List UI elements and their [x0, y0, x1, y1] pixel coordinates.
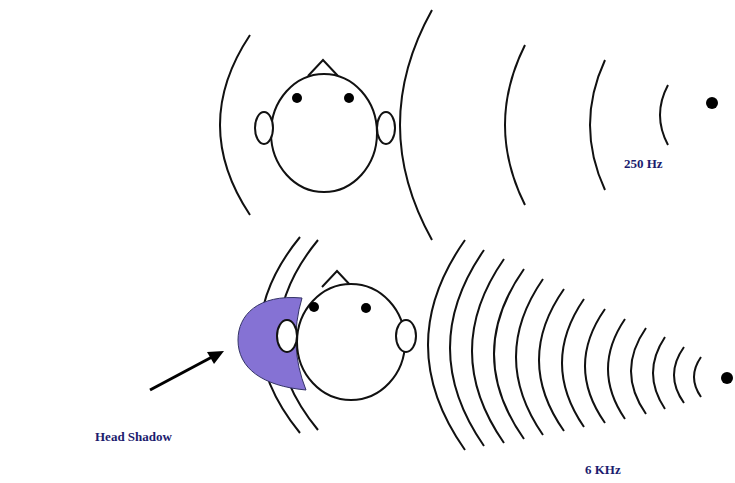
- wave-arc: [472, 259, 504, 443]
- wave-arc: [505, 45, 525, 205]
- head-shadow-region: [238, 298, 306, 390]
- frequency-label: Head Shadow: [95, 429, 172, 445]
- ear: [396, 320, 416, 352]
- wave-arc: [694, 357, 701, 397]
- eye: [292, 93, 302, 103]
- eye: [344, 93, 354, 103]
- wave-arc: [653, 337, 665, 409]
- high-frequency-waves: [260, 237, 701, 450]
- pointer-arrow-head: [207, 351, 224, 364]
- low-frequency-waves: [220, 10, 668, 240]
- wave-arc: [400, 10, 432, 240]
- wave-arc: [608, 319, 625, 419]
- frequency-label: 250 Hz: [624, 156, 663, 172]
- sound-source: [721, 372, 733, 384]
- wave-arc: [674, 347, 684, 403]
- wave-arc: [631, 328, 646, 414]
- top-head: [255, 60, 395, 192]
- pointer-arrow-line: [150, 357, 212, 390]
- sound-source: [706, 97, 718, 109]
- wave-arc: [494, 269, 524, 439]
- eye: [309, 302, 319, 312]
- ear: [277, 320, 297, 352]
- wave-arc: [590, 60, 605, 190]
- eye: [361, 303, 371, 313]
- wave-arc: [450, 250, 484, 446]
- head: [297, 284, 405, 400]
- wave-arc: [539, 289, 564, 431]
- wave-arc: [220, 35, 250, 215]
- head: [271, 74, 377, 192]
- wave-arc: [562, 299, 584, 427]
- ear: [377, 112, 395, 144]
- ear: [255, 112, 273, 144]
- wave-arc: [428, 240, 465, 450]
- frequency-label: 6 KHz: [585, 462, 621, 478]
- wave-arc: [660, 85, 668, 145]
- bottom-head: [277, 271, 416, 400]
- wave-arc: [585, 309, 605, 423]
